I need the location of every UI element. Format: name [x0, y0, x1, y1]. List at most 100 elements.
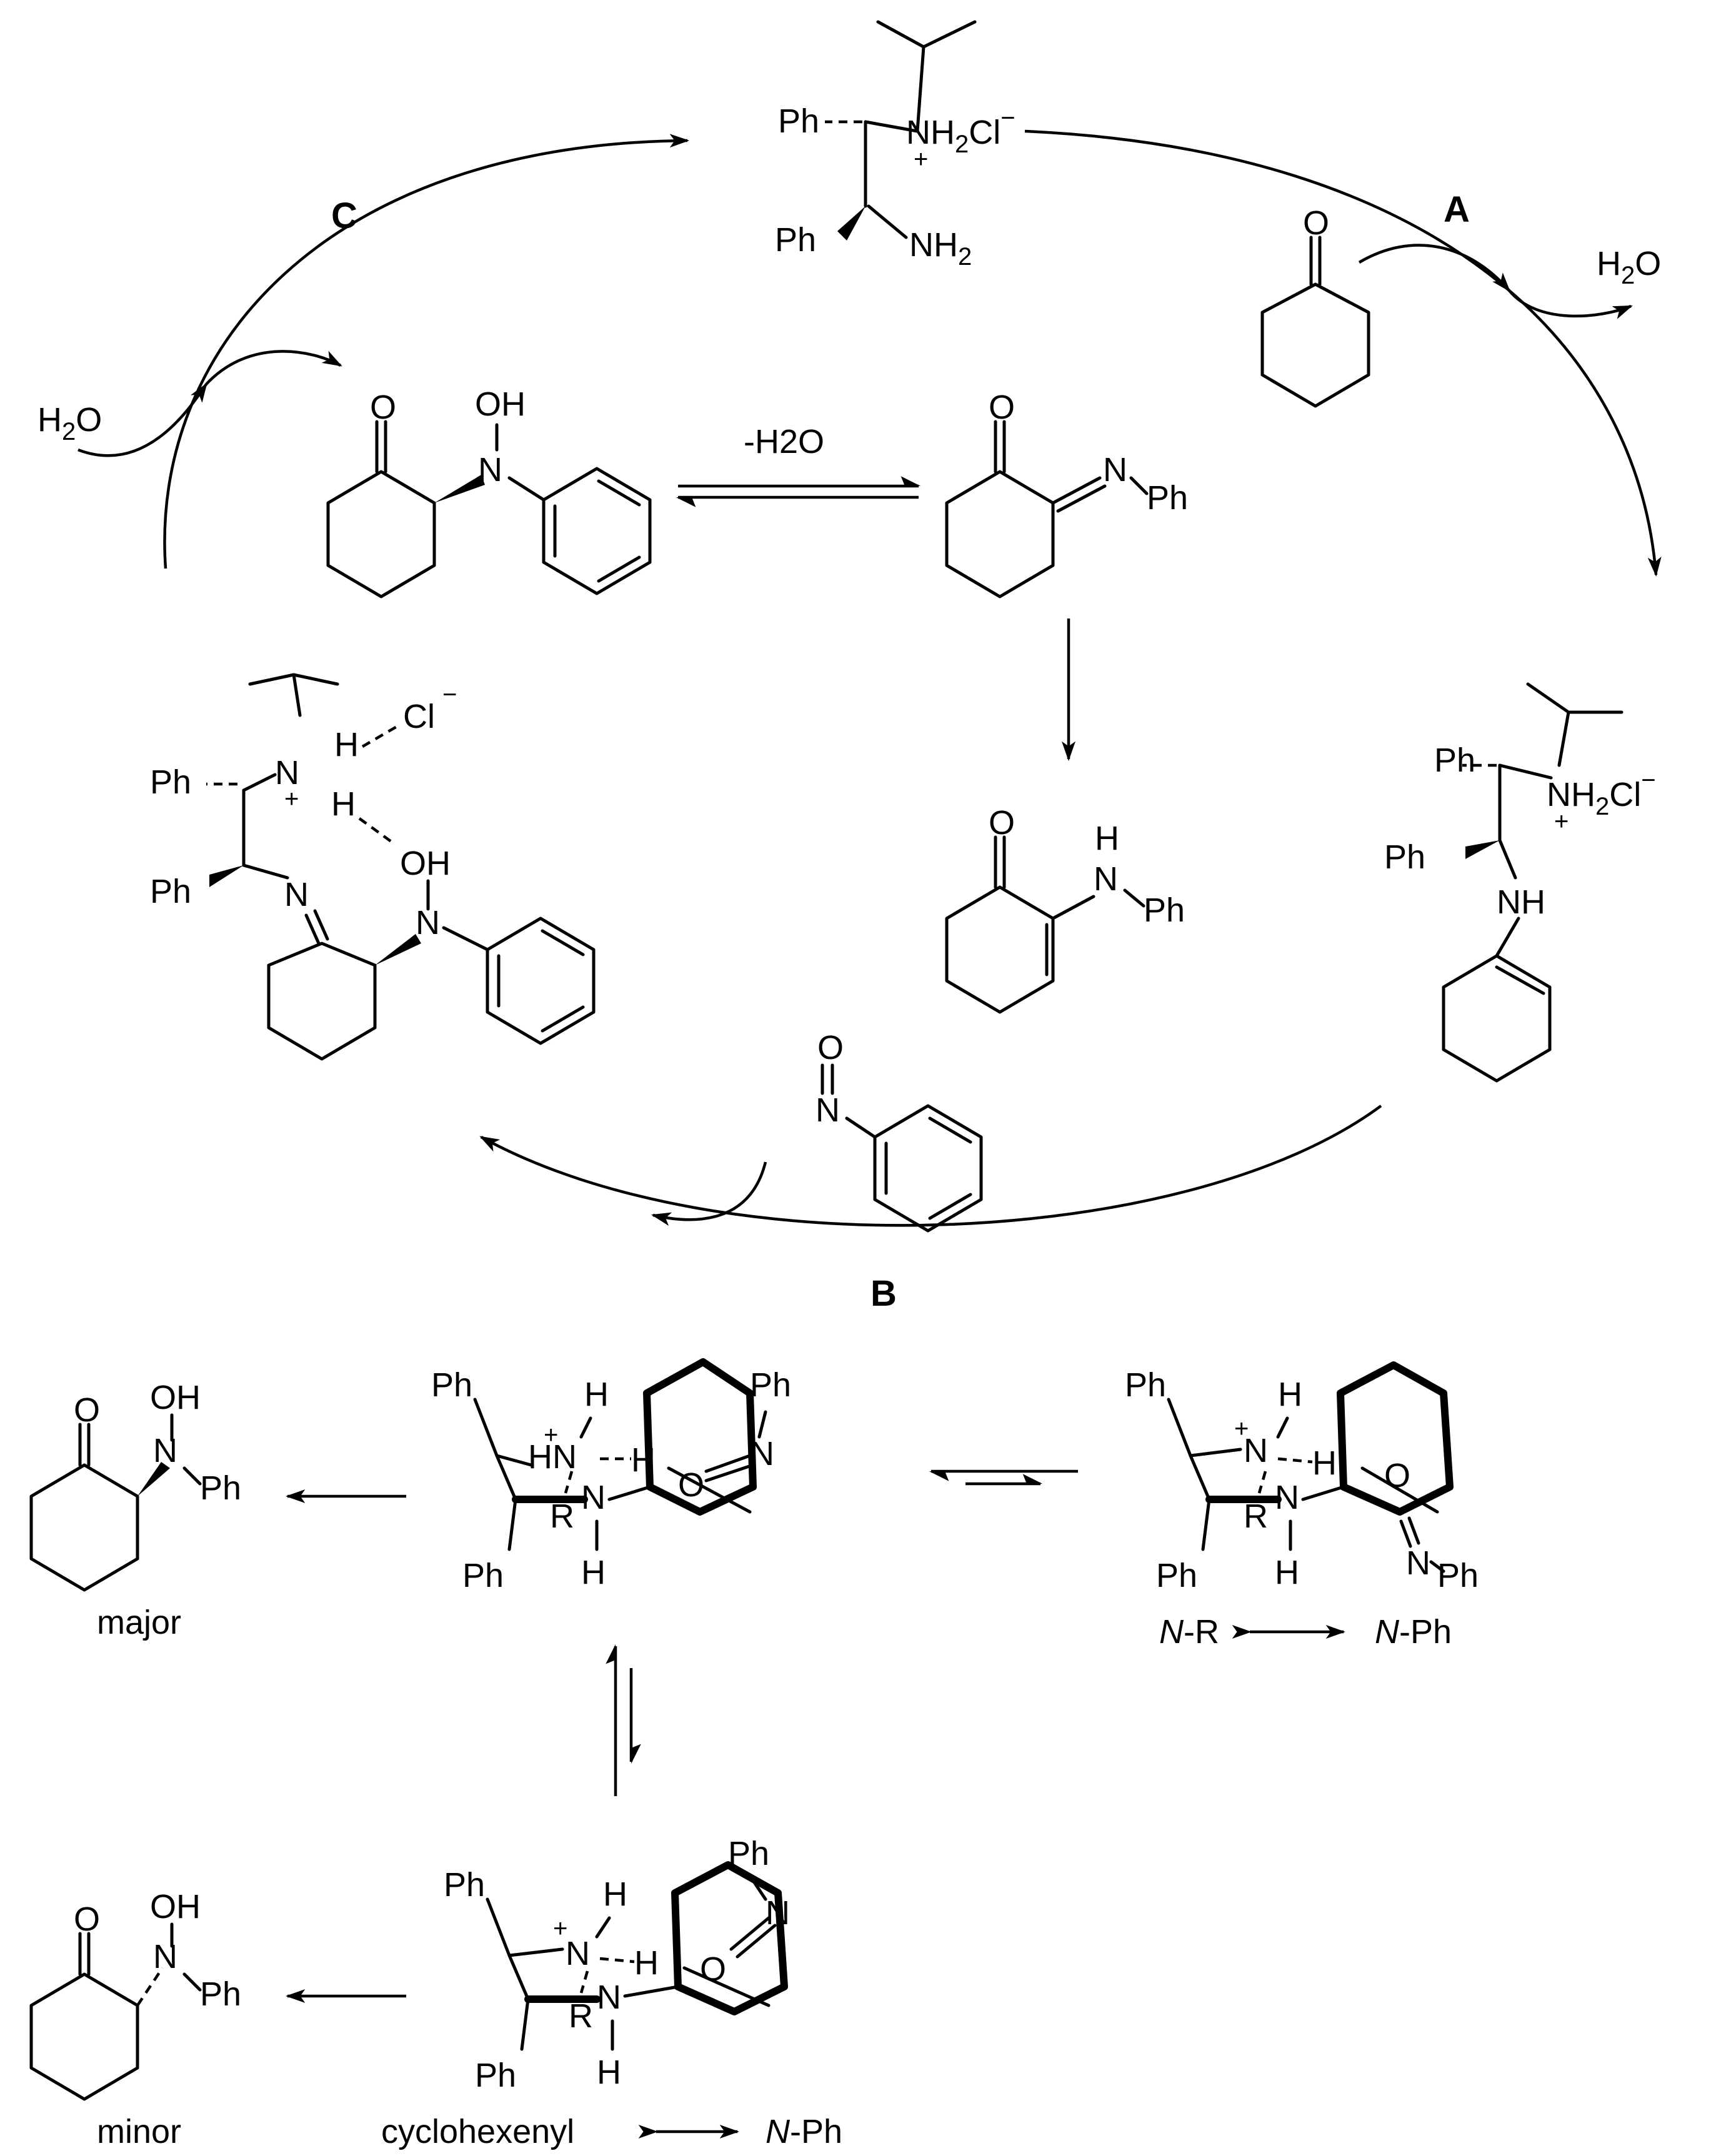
nitrosobenzene: O N	[816, 1029, 983, 1233]
major-product: O N OH Ph major	[29, 1379, 241, 1641]
svg-text:H: H	[331, 785, 356, 823]
arrow-step-b	[479, 1105, 1382, 1227]
svg-text:H: H	[597, 2054, 621, 2091]
svg-text:O: O	[989, 804, 1015, 842]
svg-text:O: O	[678, 1466, 704, 1504]
step-label-b: B	[870, 1273, 897, 1314]
svg-text:Ph: Ph	[444, 1866, 485, 1904]
catalyst-ph-lower: Ph	[775, 221, 816, 259]
resonance-caption-cyclohexenyl-nph: cyclohexenyl N-Ph	[381, 2113, 842, 2150]
cyclohexanone: O	[1260, 204, 1370, 408]
transition-state-alternate: Ph N + H H N R H Ph O N Ph	[1125, 1361, 1479, 1594]
svg-text:OH: OH	[475, 385, 526, 423]
svg-text:+: +	[553, 1915, 567, 1942]
svg-text:H: H	[334, 726, 359, 763]
svg-text:R: R	[569, 1997, 593, 2035]
transition-state-minor: Ph N + H H N R H Ph O N Ph	[444, 1835, 790, 2094]
arrow-ketone-in	[1358, 244, 1511, 292]
ts-arrows	[285, 1469, 1078, 2004]
svg-text:H: H	[1312, 1444, 1337, 1482]
imine-hydroxylamine-intermediate: N + Ph Ph N H Cl − H N OH	[150, 673, 596, 1061]
resonance-caption-nr-nph: N-R N-Ph	[1159, 1613, 1452, 1651]
arrow-water-to-adduct	[205, 350, 342, 385]
svg-text:Ph: Ph	[1144, 892, 1185, 929]
svg-text:N: N	[766, 1894, 790, 1932]
imino-ketone: O N Ph	[945, 389, 1188, 599]
enamine-intermediate: Ph Ph NH2Cl− + NH	[1384, 682, 1656, 1083]
svg-text:Cl: Cl	[403, 698, 435, 735]
major-caption: major	[97, 1604, 181, 1641]
catalyst-diamine-salt: Ph Ph NH2Cl− + NH2	[775, 20, 1015, 271]
svg-text:Ph: Ph	[1434, 742, 1475, 779]
svg-text:R: R	[1244, 1498, 1268, 1535]
svg-text:Ph: Ph	[1384, 838, 1425, 876]
step-label-c: C	[331, 196, 357, 236]
minor-caption: minor	[97, 2113, 181, 2150]
equilibrium-dehydration: -H2O	[676, 423, 921, 507]
svg-text:H: H	[603, 1875, 627, 1913]
svg-text:O: O	[817, 1029, 844, 1066]
svg-text:H: H	[1095, 820, 1119, 857]
aminoxylated-ketone-product: O N OH	[326, 385, 652, 599]
svg-text:H: H	[584, 1376, 609, 1413]
svg-text:N: N	[1275, 1479, 1299, 1516]
arrow-step-a	[1024, 129, 1662, 577]
svg-text:+: +	[544, 1421, 558, 1449]
svg-text:N-R: N-R	[1159, 1613, 1219, 1651]
svg-text:O: O	[74, 1900, 100, 1938]
arrow-nitroso-in	[651, 1161, 767, 1226]
svg-text:Ph: Ph	[200, 1469, 241, 1507]
svg-text:N-Ph: N-Ph	[766, 2113, 842, 2150]
svg-text:Ph: Ph	[1437, 1557, 1479, 1594]
svg-text:HN: HN	[528, 1438, 577, 1476]
svg-text:Ph: Ph	[1147, 479, 1188, 517]
dehydration-label: -H2O	[744, 423, 824, 460]
catalyst-plus: +	[914, 146, 928, 173]
svg-text:+: +	[1234, 1415, 1249, 1443]
svg-text:+: +	[1554, 808, 1569, 835]
svg-text:H: H	[1278, 1376, 1302, 1413]
svg-text:N: N	[1094, 860, 1118, 898]
svg-text:N: N	[275, 754, 299, 792]
svg-text:+: +	[284, 785, 299, 813]
svg-text:Ph: Ph	[200, 1975, 241, 2013]
svg-text:Ph: Ph	[431, 1366, 472, 1404]
arrow-water-in	[77, 382, 207, 457]
svg-text:N: N	[1244, 1432, 1268, 1469]
transition-state-major: Ph HN + H H N R H Ph O N Ph	[431, 1358, 791, 1594]
svg-text:O: O	[1384, 1457, 1410, 1494]
svg-text:R: R	[550, 1498, 574, 1535]
svg-text:OH: OH	[400, 845, 451, 882]
svg-text:Ph: Ph	[462, 1557, 504, 1594]
svg-text:N-Ph: N-Ph	[1375, 1613, 1452, 1651]
svg-text:NH2Cl−: NH2Cl−	[1547, 767, 1656, 820]
svg-text:N: N	[153, 1432, 177, 1469]
catalyst-ammonium-n: NH2Cl−	[906, 104, 1015, 158]
minor-product: O N OH Ph minor	[29, 1888, 241, 2150]
water-label-in: H2O	[37, 401, 102, 445]
catalyst-amine: NH2	[909, 226, 972, 271]
arrow-step-c	[163, 134, 690, 569]
svg-text:N: N	[566, 1935, 590, 1972]
svg-text:O: O	[989, 389, 1015, 426]
svg-text:N: N	[1406, 1544, 1430, 1582]
svg-text:−: −	[442, 681, 457, 708]
svg-text:N: N	[581, 1479, 606, 1516]
step-label-a: A	[1444, 189, 1470, 230]
svg-text:N: N	[816, 1091, 840, 1129]
svg-text:O: O	[1303, 204, 1329, 242]
cycle-arrows	[77, 129, 1662, 1227]
svg-text:Ph: Ph	[1156, 1557, 1197, 1594]
svg-text:Ph: Ph	[150, 763, 191, 801]
svg-text:H: H	[581, 1554, 606, 1591]
svg-text:N: N	[597, 1979, 621, 2016]
svg-text:OH: OH	[150, 1379, 201, 1416]
svg-text:NH: NH	[1497, 883, 1545, 921]
enaminone-side-product: O N H Ph	[945, 804, 1185, 1014]
svg-text:N: N	[153, 1938, 177, 1975]
svg-text:Ph: Ph	[750, 1366, 791, 1404]
svg-text:N: N	[1103, 451, 1127, 489]
svg-text:O: O	[700, 1950, 726, 1988]
svg-text:N: N	[284, 876, 309, 913]
